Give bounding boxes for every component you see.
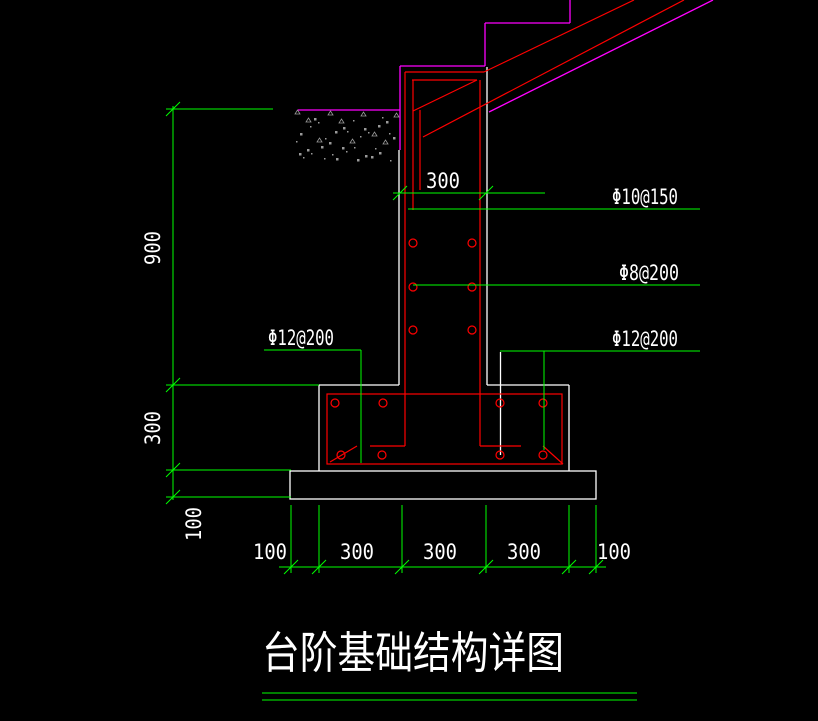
rebar-label-footing-left: Φ12@200 [268,326,334,350]
hatch-dot [294,109,301,115]
hatch-dot [329,142,332,145]
hatch-dot [327,110,334,116]
hatch-dot [321,146,324,149]
rebar-label-footing-right: Φ12@200 [612,327,678,351]
hatch-dot [338,118,345,124]
hatch-dot [365,155,368,158]
hatch-dot [386,121,389,124]
hatch-dot [360,136,362,138]
hatch-dot [354,147,356,149]
rebar-lines [326,0,685,465]
base-slab [289,470,597,500]
hatch-dot [307,149,310,152]
hatch-dot [349,138,356,144]
hatch-dot [390,160,392,162]
hatch-dot [324,158,326,160]
hatch-dot [393,137,396,140]
dimension-labels: 300 900 300 100 100 300 300 300 100 [141,169,631,564]
dim-bottom-300-1: 300 [340,540,374,564]
hatch-dot [310,126,312,128]
dim-bottom-100-left: 100 [253,540,287,564]
rebar-section-dots [330,238,548,460]
rebar-label-wall-horizontal: Φ10@150 [612,185,678,209]
hatch-dot [303,157,305,159]
dim-bottom-300-3: 300 [507,540,541,564]
hatch-dot [336,158,339,161]
structure-outline [289,67,597,500]
hatch-dot [343,127,346,130]
hatch-dot [346,151,348,153]
hatch-dot [318,122,320,124]
hatch-dot [305,117,312,123]
drawing-title: 台阶基础结构详图 [262,628,564,679]
dim-left-100: 100 [182,507,206,541]
hatch-dot [342,147,345,150]
hatch-dot [393,112,400,118]
dim-left-900: 900 [141,231,165,265]
rebar-label-wall-vertical: Φ8@200 [619,261,679,285]
hatch-dot [368,132,370,134]
hatch-dot [382,117,384,119]
hatch-dot [371,156,374,159]
hatch-dot [311,153,313,155]
hatch-dot [332,154,334,156]
rebar-callouts: Φ10@150 Φ8@200 Φ12@200 Φ12@200 [268,185,679,351]
title-block: 台阶基础结构详图 [262,628,637,701]
hatch-dot [299,153,302,156]
dimension-lines [165,101,700,575]
dim-bottom-100-right: 100 [597,540,631,564]
soil-hatch [294,109,400,162]
stair-step-lines [298,0,714,150]
hatch-dot [300,133,303,136]
hatch-dot [389,133,391,135]
hatch-dot [347,131,349,133]
hatch-dot [316,137,323,143]
hatch-dot [353,120,355,122]
hatch-dot [371,131,378,137]
dim-top-300: 300 [426,169,460,193]
hatch-dot [325,138,327,140]
hatch-dot [378,125,381,128]
dim-bottom-300-2: 300 [423,540,457,564]
hatch-dot [314,118,317,121]
hatch-dot [382,139,389,145]
footing-stirrup [326,393,563,465]
hatch-dot [357,159,360,162]
hatch-dot [360,111,367,117]
hatch-dot [296,141,298,143]
hatch-dot [375,148,377,150]
hatch-dot [379,152,382,155]
hatch-dot [364,128,367,131]
dim-left-300: 300 [141,411,165,445]
hatch-dot [335,131,338,134]
